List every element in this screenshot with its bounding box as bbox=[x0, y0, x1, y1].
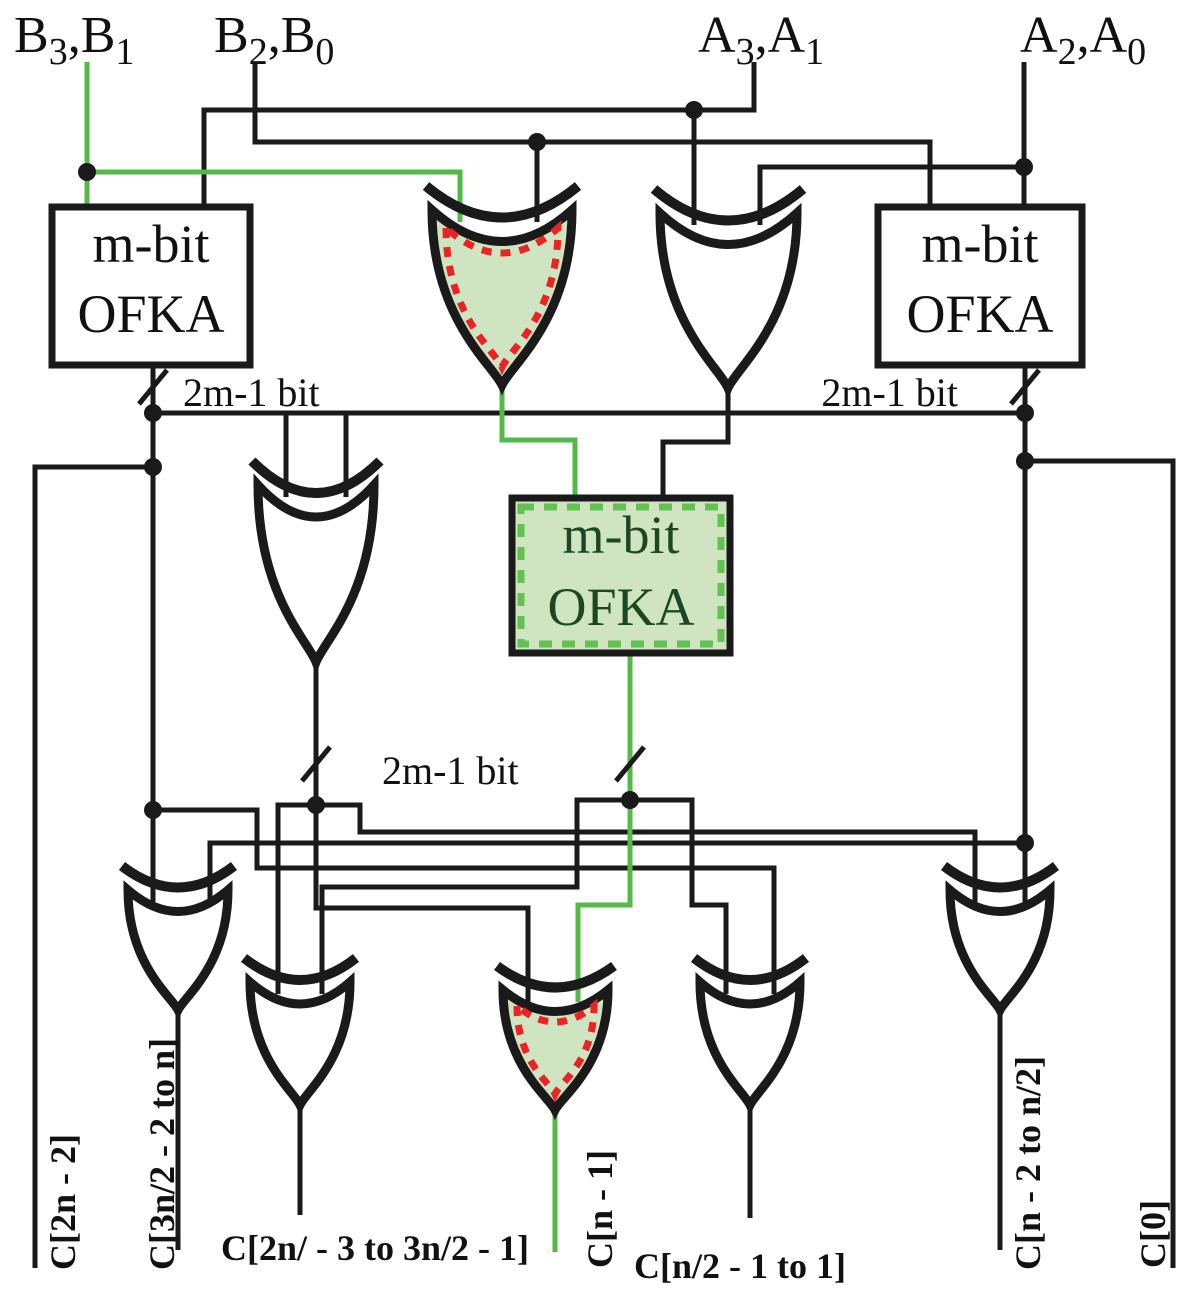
xor-gate-bottom-4 bbox=[690, 954, 810, 1116]
bus-slash-icon-mid-left bbox=[300, 745, 332, 783]
ofka-middle-line1: m-bit bbox=[563, 505, 680, 565]
wire-line1-b2b0-branch-to-a3a1 bbox=[201, 62, 757, 207]
bus-slash-icon-right bbox=[1009, 368, 1041, 406]
wire-green-ofka-out-to-bottom-gate bbox=[575, 653, 633, 1002]
green-dashed-highlight bbox=[517, 503, 725, 648]
xor-double-arc-icon bbox=[940, 861, 1060, 893]
input-label-b3b1: B3,B1 bbox=[14, 7, 134, 73]
xor-gate-body bbox=[427, 199, 577, 396]
ofka-box-border bbox=[508, 494, 734, 657]
output-label-c3n22n: C[3n/2 - 2 to n] bbox=[142, 1038, 182, 1270]
top-input-labels: B3,B1 B2,B0 A3,A1 A2,A0 bbox=[14, 7, 1146, 73]
xor-gate-bottom-highlighted bbox=[494, 961, 617, 1121]
wire-netm-bus-to-r2-left bbox=[316, 802, 978, 902]
xor-gate-top-right bbox=[650, 185, 807, 400]
xor-double-arc-icon bbox=[118, 861, 238, 893]
junction-dot bbox=[1015, 158, 1033, 176]
wire-a2a0-branch-white-xor-right bbox=[757, 164, 1024, 225]
xor-gate-body bbox=[945, 880, 1055, 1021]
wire-c2n2-passthrough bbox=[32, 464, 153, 1268]
bus-width-label-left: 2m-1 bit bbox=[183, 370, 320, 415]
ofka-right-line2: OFKA bbox=[906, 284, 1053, 344]
xor-gate-body bbox=[253, 473, 379, 675]
output-label-c2n2: C[2n - 2] bbox=[43, 1134, 83, 1270]
junction-dot bbox=[144, 801, 162, 819]
black-wires bbox=[32, 62, 1176, 1268]
output-label-c0: C[0] bbox=[1133, 1200, 1173, 1268]
xor-double-arc-icon bbox=[494, 961, 617, 993]
wire-green-ofka-black-branches bbox=[319, 797, 729, 994]
xor-gate-body bbox=[695, 972, 805, 1116]
ofka-box-border bbox=[48, 203, 254, 369]
input-label-a2a0: A2,A0 bbox=[1020, 7, 1146, 73]
output-label-c2n33n21: C[2n/ - 3 to 3n/2 - 1] bbox=[221, 1228, 529, 1268]
output-label-cn211: C[n/2 - 1 to 1] bbox=[634, 1246, 846, 1286]
xor-double-arc-icon bbox=[422, 182, 582, 223]
ofka-middle-line2: OFKA bbox=[547, 577, 694, 637]
xor-gate-bottom-1 bbox=[118, 861, 238, 1021]
junction-dots bbox=[78, 101, 1034, 852]
bus-width-label-right: 2m-1 bit bbox=[821, 370, 958, 415]
ofka-right-line1: m-bit bbox=[922, 214, 1039, 274]
junction-dot bbox=[528, 133, 546, 151]
junction-dot bbox=[685, 101, 703, 119]
xor-double-arc-icon bbox=[248, 457, 384, 498]
xor-gate-body bbox=[655, 202, 802, 400]
red-dashed-highlight bbox=[442, 220, 562, 376]
junction-dot bbox=[307, 796, 325, 814]
xor-gate-top-highlighted bbox=[422, 182, 582, 396]
junction-dot bbox=[1016, 834, 1034, 852]
junction-dot bbox=[78, 163, 96, 181]
junction-dot bbox=[1016, 404, 1034, 422]
wire-netr-bus-to-l1-right bbox=[207, 840, 1025, 902]
bus-width-label-middle: 2m-1 bit bbox=[382, 748, 519, 793]
wire-c0-passthrough bbox=[1025, 458, 1176, 1268]
xor-gate-body bbox=[123, 880, 233, 1021]
xor-gate-body bbox=[498, 980, 613, 1121]
wire-white-xor-out-to-green-ofka bbox=[660, 388, 731, 498]
output-label-cn2n2: C[n - 2 to n/2] bbox=[1008, 1056, 1048, 1270]
ofka-box-right: m-bit OFKA bbox=[874, 203, 1086, 369]
xor-gate-bottom-2 bbox=[240, 954, 360, 1116]
bus-slashes bbox=[137, 368, 1041, 783]
input-label-b2b0: B2,B0 bbox=[214, 7, 334, 73]
xor-gate-middle bbox=[248, 457, 384, 675]
junction-dot bbox=[621, 791, 639, 809]
wire-green-xor-out-to-green-ofka bbox=[499, 385, 578, 500]
junction-dot bbox=[144, 404, 162, 422]
xor-double-arc-icon bbox=[690, 954, 810, 985]
input-label-a3a1: A3,A1 bbox=[698, 7, 824, 73]
xor-gate-bottom-5 bbox=[940, 861, 1060, 1021]
ofka-box-border bbox=[874, 203, 1086, 369]
output-label-cn1: C[n - 1] bbox=[580, 1150, 620, 1268]
bus-width-labels: 2m-1 bit 2m-1 bit 2m-1 bit bbox=[183, 370, 958, 793]
bus-slash-icon-mid-right bbox=[614, 745, 646, 783]
red-dashed-highlight bbox=[513, 998, 598, 1103]
xor-double-arc-icon bbox=[240, 954, 360, 985]
xor-gate-body bbox=[245, 972, 355, 1116]
wire-netm-to-green-gate-left bbox=[313, 805, 531, 1002]
bus-slash-icon-left bbox=[137, 368, 169, 406]
wire-netm-to-l2-left bbox=[275, 802, 316, 994]
xor-double-arc-icon bbox=[650, 185, 807, 226]
junction-dot bbox=[1016, 452, 1034, 470]
ofka-box-middle-highlighted: m-bit OFKA bbox=[508, 494, 734, 657]
output-labels: C[2n - 2] C[3n/2 - 2 to n] C[2n/ - 3 to … bbox=[43, 1038, 1173, 1286]
ofka-left-line2: OFKA bbox=[77, 284, 224, 344]
ofka-box-left: m-bit OFKA bbox=[48, 203, 254, 369]
junction-dot bbox=[144, 458, 162, 476]
wire-b2b0-to-right-ofka bbox=[252, 62, 933, 207]
wire-netl-bus-to-r1-right bbox=[153, 807, 777, 994]
ofka-left-line1: m-bit bbox=[93, 214, 210, 274]
